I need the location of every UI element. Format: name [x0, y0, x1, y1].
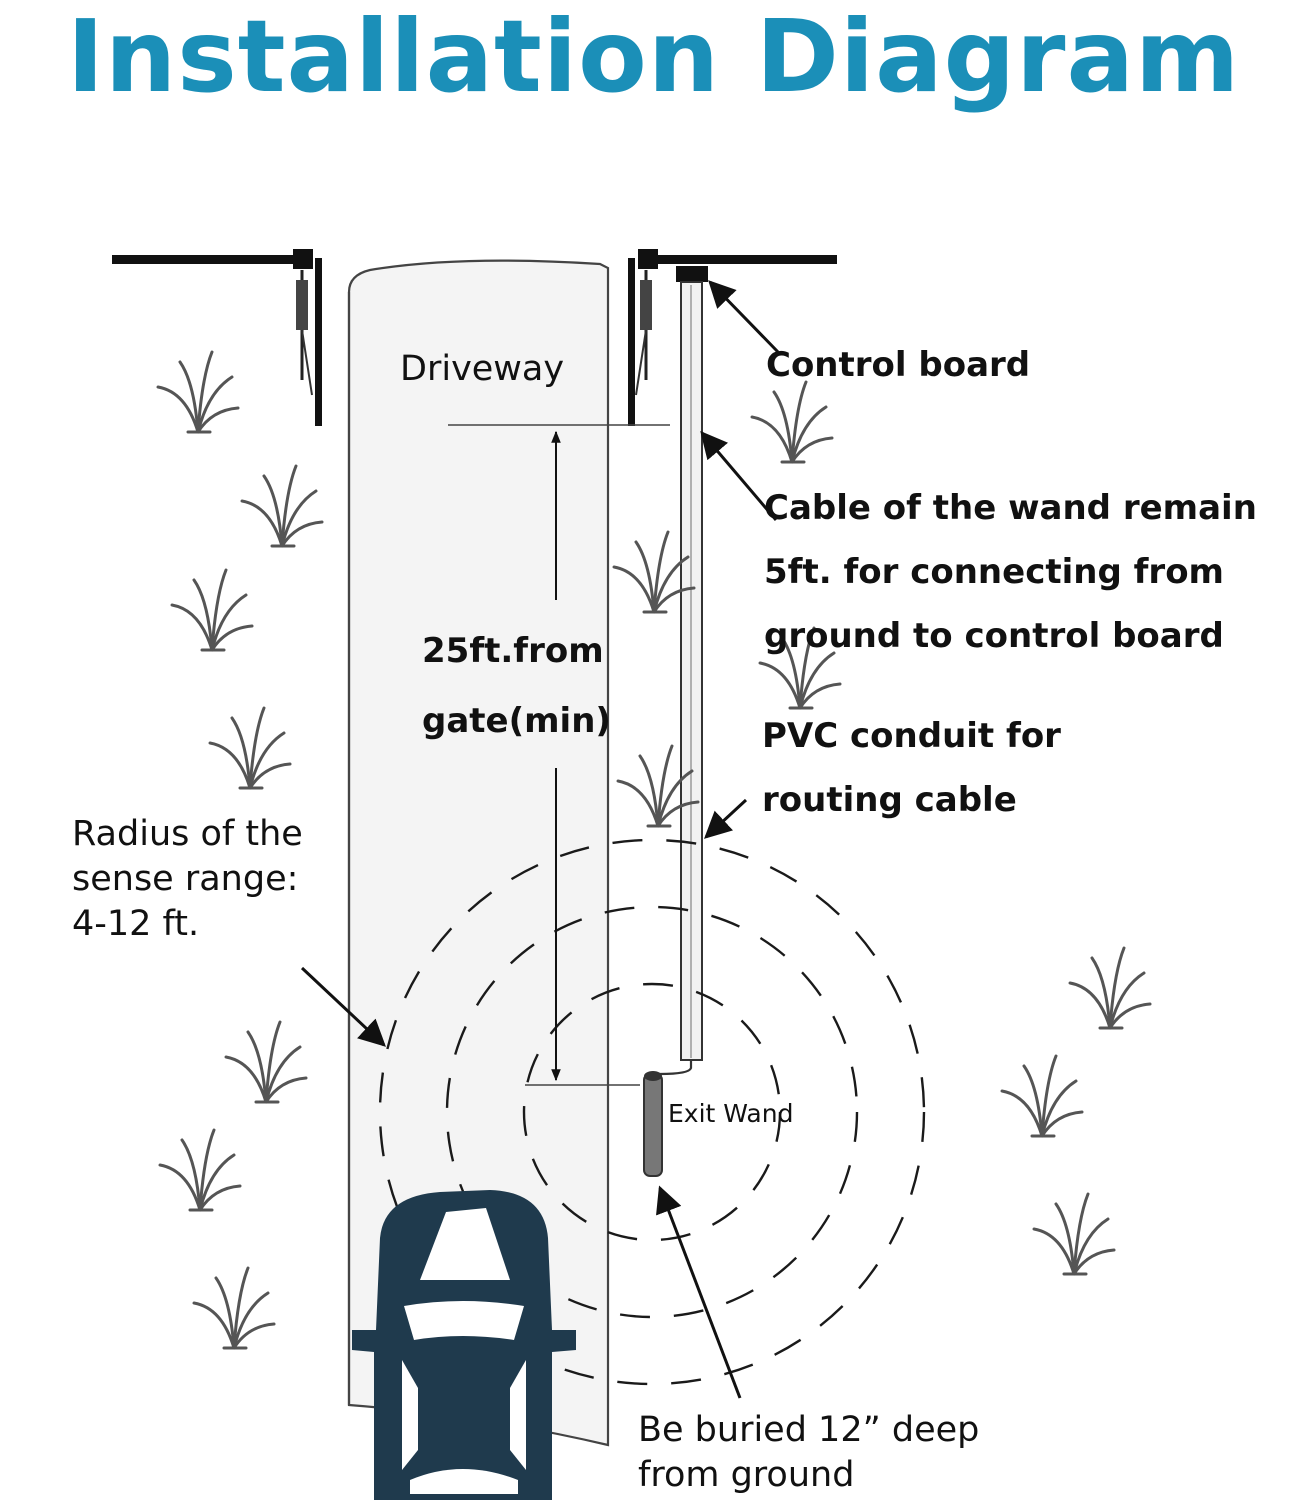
distance-dimension [448, 424, 670, 1086]
grass-icon [158, 1128, 242, 1212]
grass-tufts [156, 350, 1152, 1350]
buried-label-line2: from ground [638, 1455, 854, 1495]
arrow-icon [708, 280, 780, 354]
distance-label-line1: 25ft.from [422, 631, 604, 671]
driveway-label: Driveway [400, 349, 564, 389]
exit-wand [643, 1071, 663, 1177]
control-board [676, 266, 708, 282]
cable-label-line2: 5ft. for connecting from [764, 552, 1224, 592]
buried-label-line1: Be buried 12” deep [638, 1410, 979, 1450]
grass-icon [224, 1020, 308, 1104]
grass-icon [156, 350, 240, 434]
page-title: Installation Diagram [66, 0, 1241, 115]
exit-wand-label: Exit Wand [668, 1099, 793, 1128]
right-gate [628, 249, 837, 426]
radius-label-line1: Radius of the [72, 814, 303, 854]
pvc-label-line1: PVC conduit for [762, 716, 1061, 756]
grass-icon [616, 744, 700, 828]
control-board-label: Control board [766, 345, 1030, 385]
sense-range-rings [378, 838, 926, 1386]
radius-label-line2: sense range: [72, 859, 298, 899]
distance-label-line2: gate(min) [422, 701, 611, 741]
pvc-conduit [680, 281, 703, 1061]
grass-icon [170, 568, 254, 652]
cable-label-line1: Cable of the wand remain [764, 488, 1257, 528]
pvc-label-line2: routing cable [762, 780, 1017, 820]
pointer-arrows [300, 280, 780, 1399]
arrow-icon [704, 798, 748, 839]
grass-icon [1000, 1054, 1084, 1138]
left-gate [112, 249, 322, 426]
grass-icon [758, 626, 842, 710]
grass-icon [1032, 1192, 1116, 1276]
grass-icon [208, 706, 292, 790]
radius-label-line3: 4-12 ft. [72, 904, 199, 944]
arrow-icon [656, 1185, 742, 1399]
grass-icon [192, 1266, 276, 1350]
arrow-icon [300, 966, 386, 1047]
arrow-icon [700, 430, 778, 521]
grass-icon [240, 464, 324, 548]
cable-label-line3: ground to control board [764, 616, 1224, 656]
grass-icon [612, 530, 696, 614]
grass-icon [1068, 946, 1152, 1030]
car-icon [352, 1190, 576, 1500]
grass-icon [750, 380, 834, 464]
